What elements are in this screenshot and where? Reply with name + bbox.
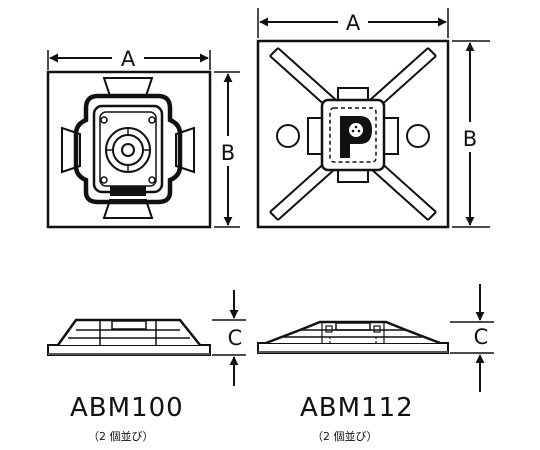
abm100-side-view <box>47 318 211 356</box>
abm112-arm-bl <box>269 159 337 221</box>
abm112-base-square <box>256 39 450 229</box>
abm112-tab-top <box>337 87 369 101</box>
abm100-post-bl <box>100 176 108 184</box>
abm112-tab-right <box>383 117 399 155</box>
abm100-dim-c-label: C <box>228 326 243 350</box>
abm112-dim-c: C <box>450 284 494 392</box>
abm100-post-tr <box>148 116 156 124</box>
abm112-dim-a: A <box>257 8 449 38</box>
abm112-side-profile <box>265 320 441 345</box>
abm100-body-outline <box>73 93 183 205</box>
abm112-model-label: ABM112 <box>300 393 414 423</box>
abm112-hole-left <box>276 124 300 148</box>
abm112-dim-b: B <box>452 40 490 228</box>
abm100-dim-c: C <box>212 290 246 386</box>
abm100-side-profile <box>56 318 201 346</box>
abm100-model-label: ABM100 <box>70 393 184 423</box>
abm100-center-mid <box>112 134 144 166</box>
abm100-center-inner <box>121 143 135 157</box>
abm112-arm-tr <box>369 47 437 109</box>
abm100-note: （2 個並び） <box>88 430 154 443</box>
abm112-dim-a-label: A <box>346 11 361 35</box>
abm100-top-view <box>46 70 212 229</box>
abm100-tab-top <box>102 77 154 97</box>
abm100-post-tl <box>100 116 108 124</box>
abm100-dim-b: B <box>214 71 240 228</box>
abm112-note: （2 個並び） <box>312 430 378 443</box>
abm112-side-slot <box>335 322 371 331</box>
abm112-dim-c-label: C <box>474 325 489 349</box>
abm100-dim-a: A <box>47 47 211 71</box>
abm112-arm-br <box>369 159 437 221</box>
abm112-tab-left <box>307 117 323 155</box>
abm100-inner-frame <box>92 104 164 194</box>
abm112-arm-tl <box>269 47 337 109</box>
logo-mark <box>340 116 372 158</box>
abm100-side-slot <box>111 320 147 330</box>
abm112-center-inner <box>329 107 377 163</box>
abm112-dim-b-label: B <box>463 127 477 151</box>
abm100-inner-frame-2 <box>99 111 157 187</box>
abm100-marking-block <box>110 186 146 196</box>
abm100-base-square <box>46 70 212 229</box>
abm112-side-view <box>257 320 449 354</box>
abm112-top-view <box>256 39 450 229</box>
abm112-hole-right <box>406 124 430 148</box>
abm100-dim-a-label: A <box>121 47 136 71</box>
abm112-tab-bottom <box>337 169 369 183</box>
abm100-dim-b-label: B <box>221 141 235 165</box>
abm100-post-br <box>148 176 156 184</box>
